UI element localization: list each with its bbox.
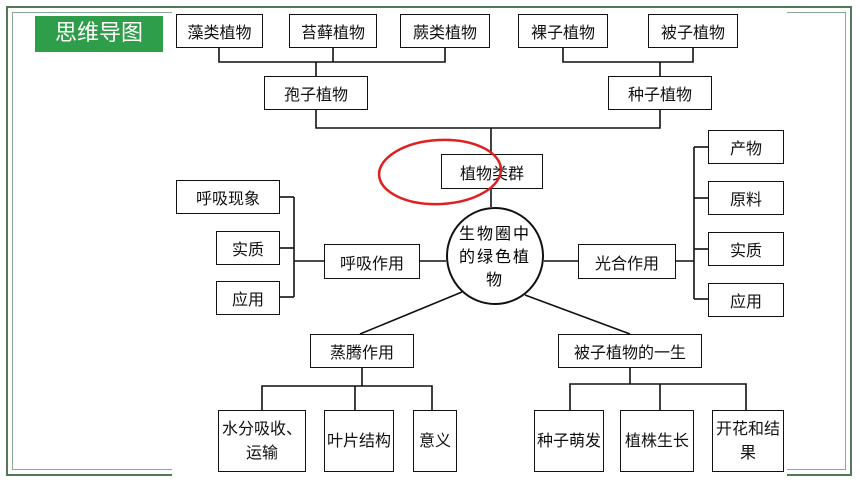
node-photo-application: 应用 [708, 283, 784, 317]
node-fern-plants: 蕨类植物 [400, 14, 490, 48]
node-respiration-application: 应用 [216, 281, 280, 315]
node-photo-material: 原料 [708, 181, 784, 215]
node-angiosperm-life: 被子植物的一生 [558, 334, 702, 368]
node-spore-plants: 孢子植物 [264, 76, 368, 110]
center-green-plants: 生物圈中的绿色植物 [446, 207, 544, 305]
node-moss-plants: 苔藓植物 [289, 14, 377, 48]
node-seed-germination: 种子萌发 [534, 410, 604, 472]
node-algae-plants: 藻类植物 [176, 14, 263, 48]
mind-map-title-badge: 思维导图 [35, 16, 163, 52]
node-photo-essence: 实质 [708, 232, 784, 266]
node-seed-plants: 种子植物 [608, 76, 712, 110]
node-plant-groups: 植物类群 [441, 154, 543, 189]
node-respiration-phenomenon: 呼吸现象 [176, 180, 280, 214]
node-plant-growth: 植株生长 [620, 410, 694, 472]
node-respiration: 呼吸作用 [324, 244, 420, 279]
node-photosynthesis: 光合作用 [578, 244, 676, 279]
node-significance: 意义 [413, 410, 457, 472]
node-photo-product: 产物 [708, 130, 784, 164]
node-angiosperms: 被子植物 [648, 14, 738, 48]
node-gymnosperms: 裸子植物 [518, 14, 608, 48]
node-water-absorption: 水分吸收、运输 [218, 410, 306, 472]
node-leaf-structure: 叶片结构 [324, 410, 394, 472]
node-respiration-essence: 实质 [216, 231, 280, 265]
node-flowering-fruiting: 开花和结果 [712, 410, 784, 472]
node-transpiration: 蒸腾作用 [310, 334, 414, 368]
